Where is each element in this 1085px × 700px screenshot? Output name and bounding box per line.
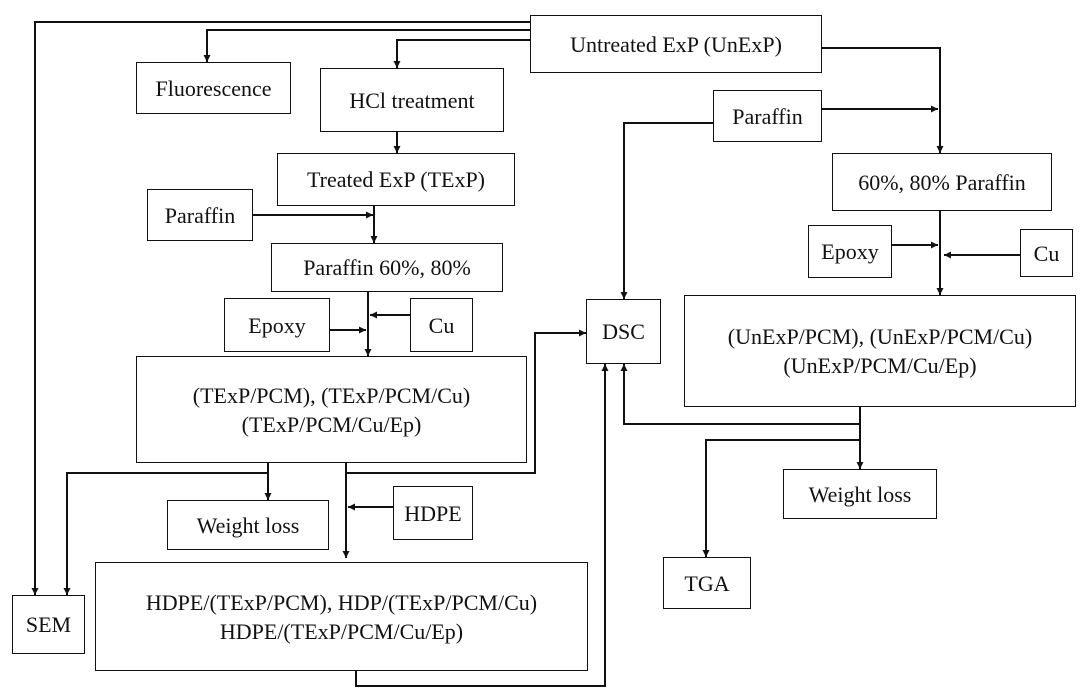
epoxy-left-label: Epoxy bbox=[248, 312, 306, 338]
dsc-box: DSC bbox=[586, 299, 661, 364]
epoxy-left-box: Epoxy bbox=[224, 298, 330, 352]
paraffin-pct-left-box: Paraffin 60%, 80% bbox=[271, 243, 503, 292]
arrow-texp-composites-to-sem bbox=[63, 472, 268, 595]
unexp-composites-box: (UnExP/PCM), (UnExP/PCM/Cu) (UnExP/PCM/C… bbox=[684, 295, 1076, 407]
treated-exp-box: Treated ExP (TExP) bbox=[277, 153, 515, 206]
weight-loss-right-label: Weight loss bbox=[808, 481, 912, 507]
unexp-composites-line-1: (UnExP/PCM), (UnExP/PCM/Cu) bbox=[727, 324, 1033, 349]
unexp-composites-line-2: (UnExP/PCM/Cu/Ep) bbox=[783, 353, 977, 378]
texp-composites-line-2: (TExP/PCM/Cu/Ep) bbox=[241, 411, 422, 437]
arrow-unexp-composites-to-dsc bbox=[620, 364, 860, 425]
dsc-label: DSC bbox=[602, 319, 645, 344]
paraffin-left-box: Paraffin bbox=[147, 189, 253, 241]
weight-loss-left-box: Weight loss bbox=[167, 500, 329, 550]
tga-label: TGA bbox=[684, 570, 730, 596]
weight-loss-right-box: Weight loss bbox=[783, 469, 937, 519]
fluorescence-box: Fluorescence bbox=[136, 62, 291, 114]
treated-exp-label: Treated ExP (TExP) bbox=[306, 167, 486, 192]
arrow-untreated-to-hcl bbox=[393, 39, 530, 68]
hdpe-label: HDPE bbox=[404, 500, 462, 526]
tga-box: TGA bbox=[663, 557, 751, 609]
weight-loss-left-label: Weight loss bbox=[196, 512, 300, 538]
arrow-hdpe-composites-to-dsc bbox=[355, 364, 609, 687]
cu-left-box: Cu bbox=[410, 298, 473, 352]
paraffin-right-label: Paraffin bbox=[732, 103, 803, 129]
paraffin-left-label: Paraffin bbox=[164, 202, 236, 228]
sem-label: SEM bbox=[25, 612, 72, 637]
arrow-texp-composites-to-dsc bbox=[346, 329, 586, 474]
hdpe-composites-box: HDPE/(TExP/PCM), HDP/(TExP/PCM/Cu) HDPE/… bbox=[95, 562, 588, 671]
cu-left-label: Cu bbox=[428, 312, 455, 338]
untreated-exp-label: Untreated ExP (UnExP) bbox=[570, 31, 782, 57]
hdpe-composites-line-1: HDPE/(TExP/PCM), HDP/(TExP/PCM/Cu) bbox=[145, 589, 538, 615]
arrow-untreated-to-paraffin-pct-right bbox=[822, 47, 944, 153]
hdpe-composites-line-2: HDPE/(TExP/PCM/Cu/Ep) bbox=[219, 618, 464, 644]
epoxy-right-box: Epoxy bbox=[808, 225, 892, 278]
fluorescence-label: Fluorescence bbox=[155, 75, 272, 101]
cu-right-label: Cu bbox=[1033, 240, 1060, 266]
arrow-unexp-composites-to-tga bbox=[702, 439, 860, 557]
hcl-treatment-label: HCl treatment bbox=[349, 87, 475, 113]
arrow-paraffin-right-to-dsc bbox=[620, 122, 713, 299]
sem-box: SEM bbox=[12, 595, 85, 654]
untreated-exp-box: Untreated ExP (UnExP) bbox=[530, 15, 822, 73]
texp-composites-line-1: (TExP/PCM), (TExP/PCM/Cu) bbox=[192, 382, 471, 408]
cu-right-box: Cu bbox=[1020, 229, 1073, 277]
paraffin-pct-right-box: 60%, 80% Paraffin bbox=[832, 153, 1052, 211]
arrow-untreated-to-fluorescence bbox=[203, 29, 530, 62]
paraffin-pct-left-label: Paraffin 60%, 80% bbox=[303, 255, 471, 280]
paraffin-pct-right-label: 60%, 80% Paraffin bbox=[858, 169, 1026, 195]
hdpe-box: HDPE bbox=[393, 486, 473, 540]
hcl-treatment-box: HCl treatment bbox=[320, 68, 504, 132]
epoxy-right-label: Epoxy bbox=[821, 239, 879, 264]
texp-composites-box: (TExP/PCM), (TExP/PCM/Cu) (TExP/PCM/Cu/E… bbox=[136, 356, 527, 463]
arrow-untreated-to-sem bbox=[31, 21, 530, 595]
paraffin-right-box: Paraffin bbox=[713, 90, 822, 142]
